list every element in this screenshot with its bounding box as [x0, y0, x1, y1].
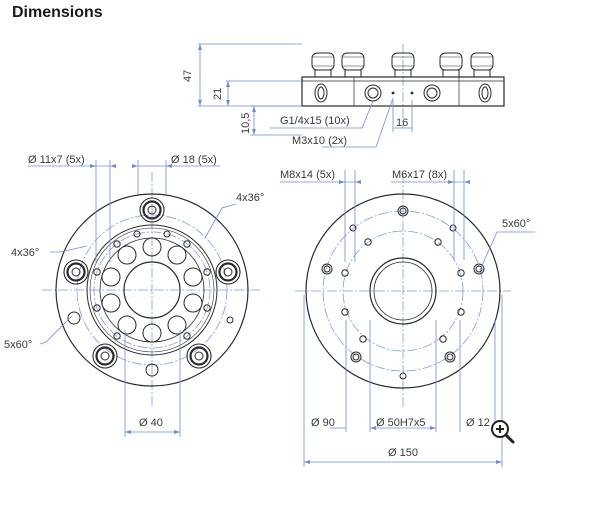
- label-rear-angle-5x60: 5x60°: [502, 218, 530, 230]
- front-view: [42, 172, 262, 408]
- label-angle-left: 4x36°: [11, 247, 39, 259]
- label-m8-thread: M8x14 (5x): [280, 169, 335, 181]
- label-dia-40: Ø 40: [139, 417, 163, 429]
- label-hole-11x7: Ø 11x7 (5x): [28, 154, 85, 166]
- label-hole-18: Ø 18 (5x): [171, 154, 217, 166]
- dim-47: 47: [182, 70, 194, 82]
- label-m3-thread: M3x10 (2x): [292, 135, 347, 147]
- label-dia-90: Ø 90: [311, 417, 335, 429]
- label-dia-150: Ø 150: [388, 447, 418, 459]
- dim-21: 21: [212, 88, 224, 100]
- label-m6-thread: M6x17 (8x): [392, 169, 447, 181]
- page-title: Dimensions: [12, 4, 103, 21]
- front-port-ring: [101, 237, 203, 343]
- rear-view: [295, 173, 511, 409]
- label-dia-50h7: Ø 50H7x5: [376, 417, 426, 429]
- rear-m6-holes: [341, 224, 465, 380]
- zoom-in-icon: [491, 420, 515, 444]
- dim-16: 16: [396, 117, 408, 129]
- label-angle-right: 4x36°: [236, 192, 264, 204]
- label-g1-4-thread: G1/4x15 (10x): [280, 115, 350, 127]
- label-angle-5x60: 5x60°: [4, 339, 32, 351]
- side-view: 47 21 10,5 16 G1/4x15 (10x) M3x10 (2x): [182, 43, 505, 148]
- fitting-group: [311, 52, 494, 78]
- front-fitting-set: [63, 197, 241, 369]
- zoom-in-button[interactable]: [489, 418, 515, 444]
- rear-m8-holes: [321, 205, 485, 363]
- dim-10-5: 10,5: [240, 113, 252, 134]
- label-dia-12x: Ø 12: [466, 417, 490, 429]
